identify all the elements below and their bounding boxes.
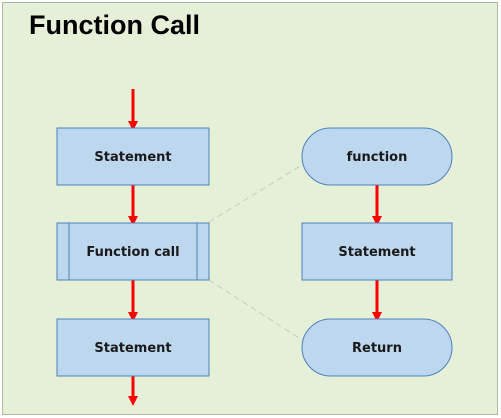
- function-label: function: [347, 150, 408, 165]
- call-connector-bottom: [208, 279, 303, 341]
- function-call-label: Function call: [86, 245, 179, 260]
- page-title: Function Call: [29, 10, 200, 40]
- function-terminator: function: [301, 127, 453, 186]
- statement-box-top: Statement: [56, 127, 210, 186]
- function-call-box: Function call: [56, 222, 210, 281]
- function-statement-box: Statement: [301, 222, 453, 281]
- return-terminator: Return: [301, 318, 453, 377]
- statement-top-label: Statement: [94, 150, 171, 165]
- statement-box-bottom: Statement: [56, 318, 210, 377]
- function-statement-label: Statement: [338, 245, 415, 260]
- call-connector-top: [208, 164, 303, 223]
- statement-bottom-label: Statement: [94, 341, 171, 356]
- return-label: Return: [352, 341, 402, 356]
